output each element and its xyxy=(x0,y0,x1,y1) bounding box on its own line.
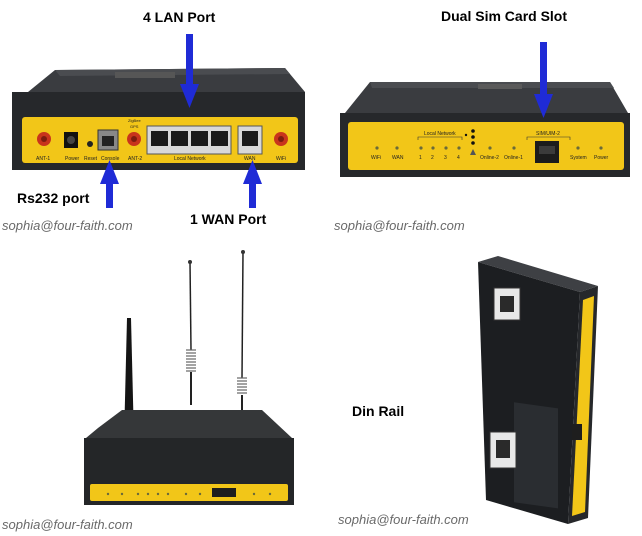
rear-label-gps: GPS xyxy=(130,124,139,129)
rear-label-wifi: WiFi xyxy=(276,156,286,162)
rear-label-local-network: Local Network xyxy=(174,156,206,162)
antenna-router-yellow-panel xyxy=(90,484,288,501)
watermark: sophia@four-faith.com xyxy=(334,218,465,233)
watermark: sophia@four-faith.com xyxy=(2,218,133,233)
front-label-port3: 3 xyxy=(444,155,447,161)
front-label-wan: WAN xyxy=(392,155,404,161)
front-label-power: Power xyxy=(594,155,609,161)
front-label-port1: 1 xyxy=(419,155,422,161)
rear-label-ant2: ANT-2 xyxy=(128,156,143,162)
rear-label-reset: Reset xyxy=(84,156,98,162)
front-label-sim-uim2: SIM/UIM-2 xyxy=(536,131,560,137)
front-label-port2: 2 xyxy=(431,155,434,161)
rear-label-ant1: ANT-1 xyxy=(36,156,51,162)
din-rail-clip-bottom xyxy=(489,431,517,469)
front-label-port4: 4 xyxy=(457,155,460,161)
rear-label-power: Power xyxy=(65,156,80,162)
front-label-online2: Online-2 xyxy=(480,155,499,161)
callout-wan-port: 1 WAN Port xyxy=(190,211,267,227)
callout-din-rail: Din Rail xyxy=(352,403,405,419)
front-label-system: System xyxy=(570,155,587,161)
din-rail-clip-top xyxy=(493,287,521,321)
callout-dual-sim: Dual Sim Card Slot xyxy=(441,8,568,24)
watermark: sophia@four-faith.com xyxy=(338,512,469,527)
rear-label-zigbee: ZigBee xyxy=(128,118,141,123)
callout-rs232: Rs232 port xyxy=(17,190,90,206)
watermark: sophia@four-faith.com xyxy=(2,517,133,532)
din-rail-yellow-strip xyxy=(572,296,594,516)
front-label-local-network: Local Network xyxy=(424,131,456,137)
reset-button-icon xyxy=(87,141,93,147)
rear-label-wan: WAN xyxy=(244,156,256,162)
rear-label-console: Console xyxy=(101,156,120,162)
callout-lan-port: 4 LAN Port xyxy=(143,9,216,25)
front-label-online1: Online-1 xyxy=(504,155,523,161)
front-label-wifi: WiFi xyxy=(371,155,381,161)
